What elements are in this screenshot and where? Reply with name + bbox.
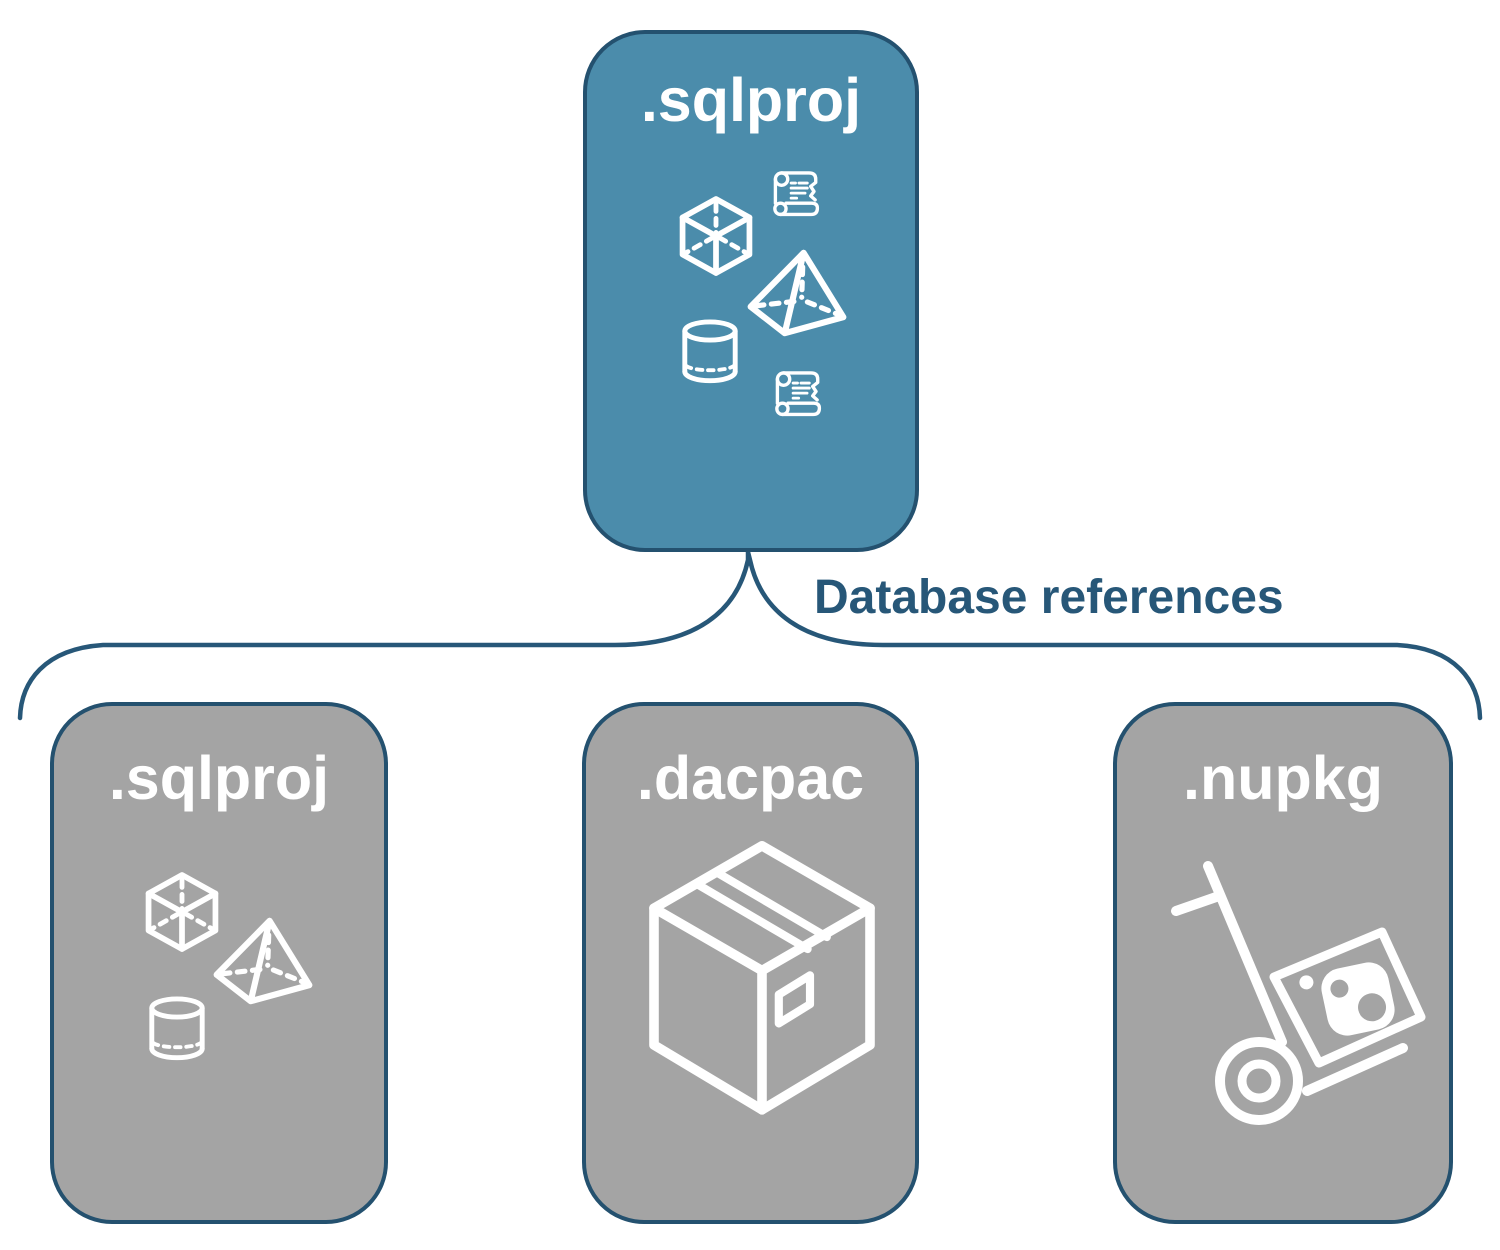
scroll-icon <box>769 364 825 420</box>
cylinder-icon <box>142 988 212 1070</box>
node-sqlproj-child: .sqlproj <box>50 702 388 1224</box>
cylinder-icon <box>675 308 745 396</box>
node-title: .sqlproj <box>108 744 330 812</box>
node-dacpac: .dacpac <box>582 702 919 1224</box>
hand-truck-icon <box>1164 844 1464 1144</box>
connector-label: Database references <box>814 571 1284 624</box>
node-title: .sqlproj <box>640 66 862 134</box>
box-label-icon <box>774 971 815 1028</box>
node-sqlproj-parent: .sqlproj <box>583 30 919 552</box>
cube-icon <box>138 868 226 956</box>
node-title: .nupkg <box>1183 744 1383 812</box>
cube-icon <box>672 192 760 280</box>
scroll-icon <box>767 164 823 220</box>
nuget-package-icon <box>1299 962 1395 1036</box>
pyramid-icon <box>745 248 849 338</box>
package-box-icon <box>642 840 882 1118</box>
node-title: .dacpac <box>636 744 865 812</box>
node-nupkg: .nupkg <box>1113 702 1453 1224</box>
pyramid-icon <box>211 916 315 1006</box>
